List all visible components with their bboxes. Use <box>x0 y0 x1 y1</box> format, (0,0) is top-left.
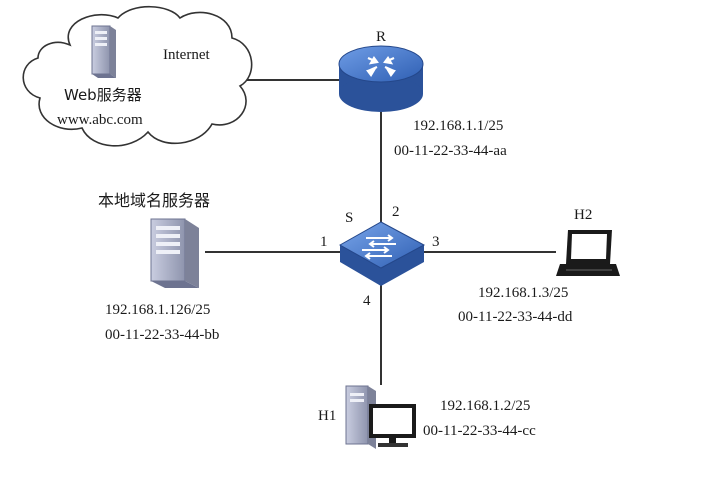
links <box>205 79 556 385</box>
switch-icon <box>338 221 426 286</box>
switch-port-2: 2 <box>392 204 400 220</box>
dns-server-icon <box>150 218 199 288</box>
web-server-label: Web服务器 <box>64 86 142 104</box>
cloud-shape <box>22 6 253 147</box>
h1-mac: 00-11-22-33-44-cc <box>423 423 536 439</box>
h2-name: H2 <box>574 207 592 223</box>
router-name: R <box>376 29 386 45</box>
dns-server-title: 本地域名服务器 <box>98 191 210 210</box>
h2-mac: 00-11-22-33-44-dd <box>458 309 573 325</box>
dns-server-ip: 192.168.1.126/25 <box>105 302 210 318</box>
desktop-computer-icon <box>345 385 416 449</box>
internet-label: Internet <box>163 47 210 63</box>
h1-name: H1 <box>318 408 336 424</box>
server-icon <box>91 25 116 78</box>
h2-ip: 192.168.1.3/25 <box>478 285 568 301</box>
switch-port-4: 4 <box>363 293 371 309</box>
h1-ip: 192.168.1.2/25 <box>440 398 530 414</box>
laptop-icon <box>556 230 620 276</box>
switch-port-1: 1 <box>320 234 328 250</box>
router-icon <box>338 45 424 112</box>
web-server-domain: www.abc.com <box>57 112 143 128</box>
router-mac: 00-11-22-33-44-aa <box>394 143 507 159</box>
dns-server-mac: 00-11-22-33-44-bb <box>105 327 219 343</box>
switch-port-3: 3 <box>432 234 440 250</box>
internet-cloud: Internet Web服务器 www.abc.com <box>22 6 253 147</box>
switch-name: S <box>345 210 353 226</box>
router-ip: 192.168.1.1/25 <box>413 118 503 134</box>
